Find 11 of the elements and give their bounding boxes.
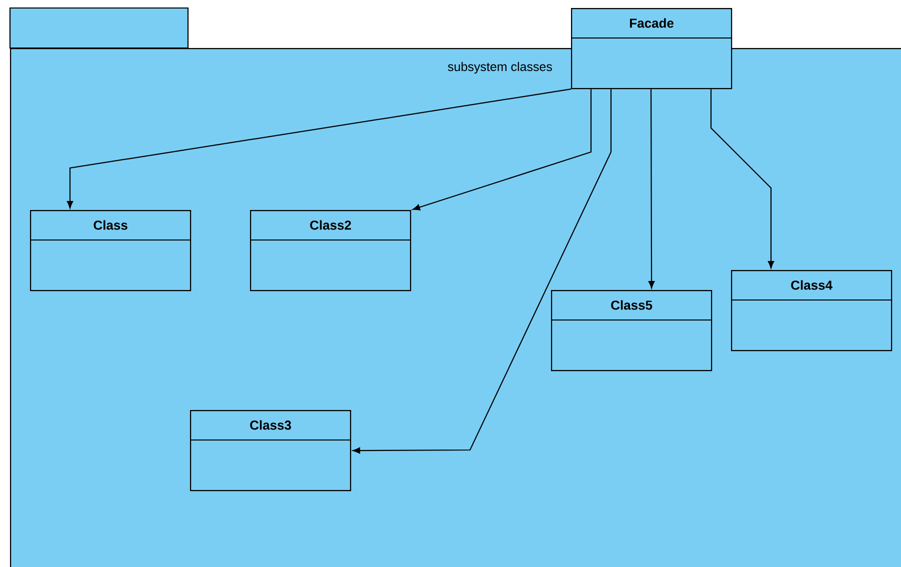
arrow <box>648 89 655 288</box>
class-box: Class <box>30 210 192 292</box>
class-box: Class4 <box>731 270 892 352</box>
arrow <box>412 89 592 210</box>
class-box: Class2 <box>250 210 412 292</box>
class-box: Class3 <box>190 410 352 492</box>
arrow <box>710 89 774 268</box>
arrow <box>66 88 572 208</box>
arrow <box>352 89 612 454</box>
class-box: Facade <box>571 8 732 90</box>
class-box: Class5 <box>551 290 712 372</box>
